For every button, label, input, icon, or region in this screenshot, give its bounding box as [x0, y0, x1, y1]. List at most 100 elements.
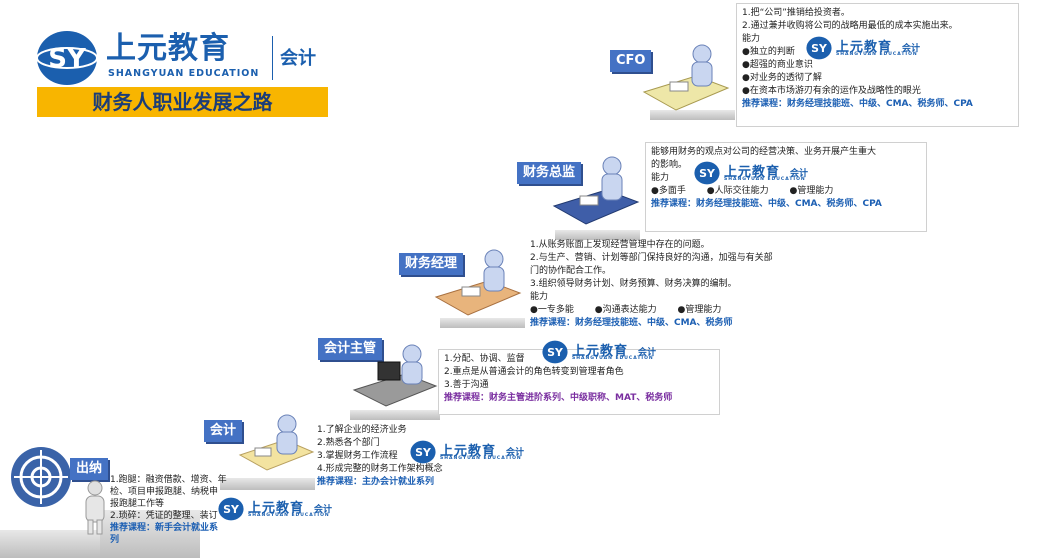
accountant-line: 1.了解企业的经济业务 — [317, 425, 407, 435]
cfo-line: 2.通过兼并收购将公司的战略用最低的成本实施出来。 — [742, 21, 958, 31]
watermark-brand-english: SHANGYUAN EDUCATION — [248, 513, 330, 518]
watermark-brand: 上元教育 — [724, 165, 781, 180]
sy-logo-icon: SY — [542, 340, 568, 364]
watermark-tag: 会计 — [638, 348, 657, 358]
svg-text:SY: SY — [223, 503, 239, 516]
director-ability: ●人际交往能力 — [706, 186, 769, 196]
stair-step — [100, 510, 200, 558]
manager-abilities: ●一专多能 ●沟通表达能力 ●管理能力 — [530, 304, 780, 317]
director-line: 的影响。 — [651, 160, 688, 170]
cashier-line: 报跑腿工作等 — [110, 499, 165, 509]
role-label-supervisor: 会计主管 — [318, 338, 383, 360]
role-label-cashier: 出纳 — [70, 458, 109, 480]
cfo-line: ●独立的判断 — [742, 47, 795, 57]
watermark-brand-english: SHANGYUAN EDUCATION — [836, 52, 918, 57]
cashier-badge-icon — [11, 447, 71, 507]
manager-line: 1.从账务账面上发现经营管理中存在的问题。 — [530, 240, 710, 250]
manager-recommended-courses: 推荐课程：财务经理技能班、中级、CMA、税务师 — [530, 318, 733, 328]
manager-line: 能力 — [530, 292, 549, 302]
accountant-description: 1.了解企业的经济业务 2.熟悉各个部门 3.掌握财务工作流程 4.形成完整的财… — [312, 421, 512, 497]
brand-divider — [272, 36, 273, 80]
stair-step — [350, 410, 440, 420]
supervisor-line: 2.重点是从普通会计的角色转变到管理者角色 — [444, 367, 624, 377]
watermark-logo: SY 上元教育 SHANGYUAN EDUCATION 会计 — [806, 36, 936, 62]
accountant-recommended-courses: 推荐课程：主办会计就业系列 — [317, 477, 435, 487]
watermark-brand-english: SHANGYUAN EDUCATION — [724, 177, 806, 182]
role-label-cfo: CFO — [610, 50, 652, 72]
stair-step — [0, 530, 100, 558]
watermark-brand-english: SHANGYUAN EDUCATION — [572, 356, 654, 361]
cashier-line: 2.琐碎：凭证的整理、装订 — [110, 511, 218, 521]
watermark-logo: SY 上元教育 SHANGYUAN EDUCATION 会计 — [410, 440, 540, 466]
supervisor-desk-icon — [352, 344, 438, 407]
watermark-tag: 会计 — [902, 44, 921, 54]
cfo-line: 1.把“公司”推销给投资者。 — [742, 8, 850, 18]
stair-step — [650, 110, 735, 120]
role-label-director: 财务总监 — [517, 162, 582, 184]
supervisor-line: 1.分配、协调、监督 — [444, 354, 525, 364]
manager-line: 3.组织领导财务计划、财务预算、财务决算的编制。 — [530, 279, 737, 289]
cfo-description: 1.把“公司”推销给投资者。 2.通过兼并收购将公司的战略用最低的成本实施出来。… — [736, 3, 1019, 127]
supervisor-description: 1.分配、协调、监督 2.重点是从普通会计的角色转变到管理者角色 3.善于沟通 … — [438, 349, 720, 415]
director-ability: ●多面手 — [651, 186, 686, 196]
watermark-logo: SY 上元教育 SHANGYUAN EDUCATION 会计 — [218, 497, 348, 523]
watermark-brand-english: SHANGYUAN EDUCATION — [440, 456, 522, 461]
cashier-line: 检、项目申报跑腿、纳税申 — [110, 487, 219, 497]
director-line: 能力 — [651, 173, 670, 183]
supervisor-recommended-courses: 推荐课程：财务主管进阶系列、中级职称、MAT、税务师 — [444, 393, 673, 403]
cfo-line: ●对业务的透彻了解 — [742, 73, 822, 83]
svg-text:SY: SY — [415, 446, 431, 459]
cfo-line: ●超强的商业意识 — [742, 60, 813, 70]
watermark-brand: 上元教育 — [572, 344, 629, 359]
svg-text:SY: SY — [811, 42, 827, 55]
accountant-line: 3.掌握财务工作流程 — [317, 451, 398, 461]
director-description: 能够用财务的观点对公司的经营决策、业务开展产生重大 的影响。 能力 ●多面手 ●… — [645, 142, 927, 232]
accountant-line: 2.熟悉各个部门 — [317, 438, 380, 448]
watermark-brand: 上元教育 — [836, 40, 893, 55]
watermark-logo: SY 上元教育 SHANGYUAN EDUCATION 会计 — [694, 161, 824, 187]
sy-logo-icon: SY — [410, 440, 436, 464]
stair-step — [440, 318, 525, 328]
svg-text:SY: SY — [48, 44, 87, 74]
manager-ability: ●管理能力 — [677, 305, 722, 315]
director-recommended-courses: 推荐课程：财务经理技能班、中级、CMA、税务师、CPA — [651, 199, 882, 209]
supervisor-line: 3.善于沟通 — [444, 380, 489, 390]
accountant-desk-icon — [238, 414, 315, 471]
cashier-recommended-courses: 推荐课程：新手会计就业系 — [110, 523, 219, 533]
sy-logo-icon: SY — [218, 497, 244, 521]
role-label-manager: 财务经理 — [399, 253, 464, 275]
cfo-recommended-courses: 推荐课程：财务经理技能班、中级、CMA、税务师、CPA — [742, 99, 973, 109]
director-ability: ●管理能力 — [789, 186, 834, 196]
stair-step — [220, 478, 315, 490]
sy-logo-icon: SY — [36, 31, 98, 85]
watermark-tag: 会计 — [790, 169, 809, 179]
director-desk-icon — [552, 156, 640, 225]
watermark-brand: 上元教育 — [248, 501, 305, 516]
manager-description: 1.从账务账面上发现经营管理中存在的问题。 2.与生产、营销、计划等部门保持良好… — [525, 236, 785, 338]
director-abilities: ●多面手 ●人际交往能力 ●管理能力 — [651, 185, 921, 198]
watermark-brand: 上元教育 — [440, 444, 497, 459]
manager-line: 门的协作配合工作。 — [530, 266, 612, 276]
brand-name: 上元教育 — [106, 31, 230, 66]
manager-line: 2.与生产、营销、计划等部门保持良好的沟通，加强与有关部 — [530, 253, 773, 263]
sy-logo-icon: SY — [694, 161, 720, 185]
manager-ability: ●一专多能 — [530, 305, 574, 315]
brand-english: SHANGYUAN EDUCATION — [108, 68, 260, 79]
role-label-accountant: 会计 — [204, 420, 243, 442]
manager-desk-icon — [434, 249, 522, 316]
watermark-tag: 会计 — [506, 448, 525, 458]
cashier-person-icon — [85, 480, 105, 535]
cfo-line: ●在资本市场游刃有余的运作及战略性的眼光 — [742, 86, 921, 96]
cashier-recommended-courses-cont: 列 — [110, 535, 120, 545]
svg-text:SY: SY — [699, 167, 715, 180]
stair-step — [555, 230, 640, 240]
director-line: 能够用财务的观点对公司的经营决策、业务开展产生重大 — [651, 147, 877, 157]
brand-logo: SY 上元教育 SHANGYUAN EDUCATION 会计 — [36, 30, 336, 86]
sy-logo-icon: SY — [806, 36, 832, 60]
cashier-description: 1.跑腿：融资借款、增资、年 检、项目申报跑腿、纳税申 报跑腿工作等 2.琐碎：… — [110, 474, 260, 546]
cashier-line: 1.跑腿：融资借款、增资、年 — [110, 475, 227, 485]
watermark-tag: 会计 — [314, 505, 333, 515]
cfo-line: 能力 — [742, 34, 761, 44]
accountant-line: 4.形成完整的财务工作架构概念 — [317, 464, 443, 474]
watermark-logo: SY 上元教育 SHANGYUAN EDUCATION 会计 — [542, 340, 672, 366]
